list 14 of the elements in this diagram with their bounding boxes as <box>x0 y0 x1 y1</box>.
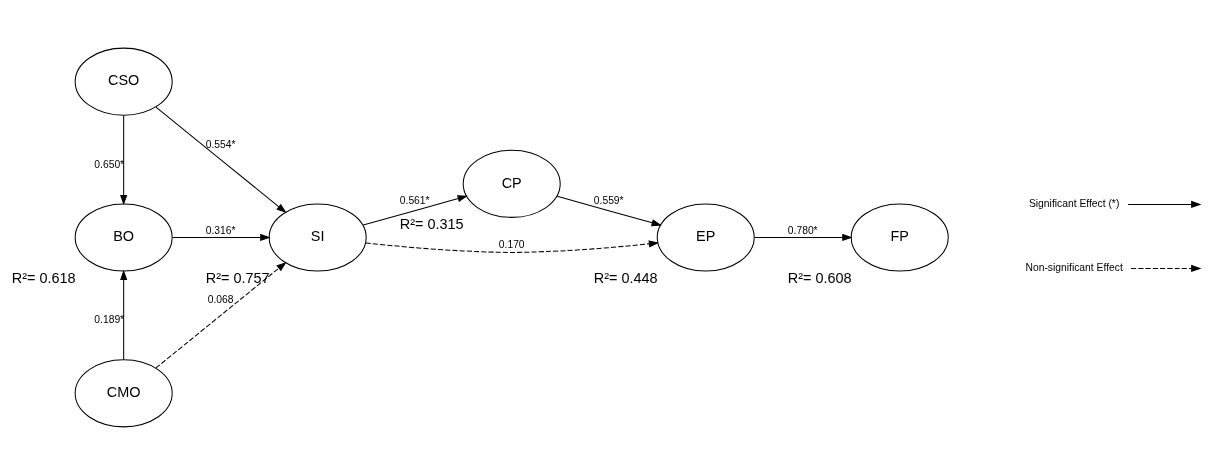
node-label: R²= 0.757 <box>205 269 270 286</box>
node-label: R²= 0.315 <box>399 215 464 232</box>
node-label: R²= 0.618 <box>11 269 76 286</box>
legend-label: Significant Effect (*) <box>1028 197 1120 209</box>
edge-label: 0.561* <box>399 194 430 206</box>
legend-label: Non-significant Effect <box>1025 261 1123 273</box>
edge-label: 0.170 <box>498 238 525 250</box>
edge-label: 0.554* <box>205 138 236 150</box>
edge-label: 0.559* <box>593 194 624 206</box>
edge-label: 0.068 <box>207 293 234 305</box>
node-label: R²= 0.448 <box>593 269 658 286</box>
node-label: R²= 0.608 <box>787 269 852 286</box>
edge-label: 0.316* <box>205 224 236 236</box>
edge-label: 0.780* <box>787 224 818 236</box>
